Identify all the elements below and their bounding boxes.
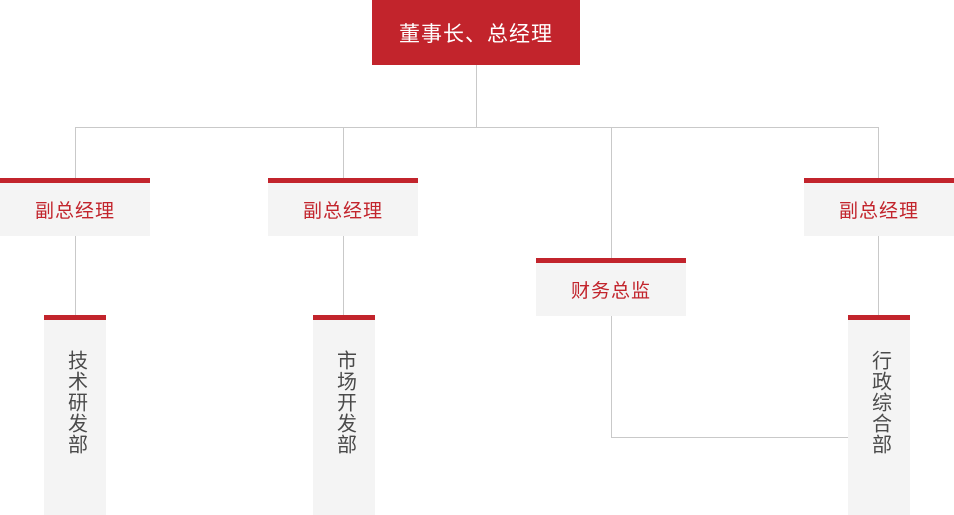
node-deputy-gm-2-label: 副总经理 (302, 201, 383, 222)
node-finance-director-label: 财务总监 (570, 281, 651, 302)
node-chairman-gm[interactable]: 董事长、总经理 (372, 0, 580, 65)
node-dept-admin-label: 行政综合部 (868, 350, 891, 455)
node-dept-rnd[interactable]: 技术研发部 (44, 315, 106, 515)
connector-deputy2-to-market (343, 236, 344, 316)
node-deputy-gm-3-label: 副总经理 (838, 201, 919, 222)
node-dept-market[interactable]: 市场开发部 (313, 315, 375, 515)
node-finance-director[interactable]: 财务总监 (536, 258, 686, 316)
connector-deputy3-to-admin (878, 236, 879, 316)
connector-finance-drop (611, 316, 612, 437)
node-dept-rnd-label: 技术研发部 (64, 350, 87, 455)
connector-level2-bus (75, 127, 879, 128)
node-deputy-gm-3[interactable]: 副总经理 (804, 178, 954, 236)
node-dept-market-label: 市场开发部 (333, 350, 356, 455)
connector-drop-manager-4 (878, 127, 879, 178)
connector-drop-manager-3 (611, 127, 612, 258)
node-deputy-gm-2[interactable]: 副总经理 (268, 178, 418, 236)
node-deputy-gm-1-label: 副总经理 (34, 201, 115, 222)
node-chairman-gm-label: 董事长、总经理 (399, 22, 553, 46)
node-deputy-gm-1[interactable]: 副总经理 (0, 178, 150, 236)
connector-drop-manager-2 (343, 127, 344, 178)
connector-root-drop (476, 65, 477, 127)
connector-deputy1-to-rnd (75, 236, 76, 316)
node-dept-admin[interactable]: 行政综合部 (848, 315, 910, 515)
connector-finance-to-admin (611, 437, 850, 438)
connector-drop-manager-1 (75, 127, 76, 178)
